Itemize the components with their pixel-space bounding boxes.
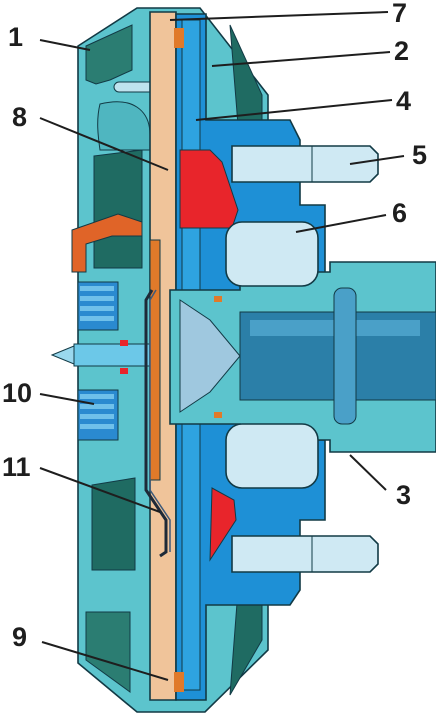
roller-upper bbox=[225, 221, 319, 287]
hub-mark-1 bbox=[214, 296, 222, 302]
callout-1: 1 bbox=[8, 22, 23, 52]
cover-lower-dark bbox=[91, 477, 136, 571]
roller-lower bbox=[225, 423, 319, 489]
callout-9: 9 bbox=[12, 622, 27, 652]
callout-6: 6 bbox=[392, 198, 407, 228]
pivot-bolt-tip bbox=[50, 345, 75, 365]
callout-5: 5 bbox=[412, 140, 427, 170]
callout-4: 4 bbox=[396, 86, 411, 116]
drive-hook bbox=[71, 213, 143, 273]
pivot-bolt-body bbox=[73, 343, 155, 367]
hub-flange-ring bbox=[333, 287, 357, 425]
stud-upper bbox=[231, 145, 379, 183]
pivot-red-mark-2 bbox=[120, 368, 128, 374]
hub-mark-2 bbox=[214, 412, 222, 418]
diaphragm-spring-inner bbox=[149, 289, 171, 552]
leader-lines bbox=[39, 11, 405, 681]
seal-lower bbox=[209, 487, 237, 562]
callout-11: 11 bbox=[2, 452, 31, 482]
hub-cone bbox=[179, 299, 241, 413]
cover-bottom-dark bbox=[85, 611, 131, 693]
diaphragm-spring bbox=[144, 289, 168, 558]
callout-2: 2 bbox=[394, 36, 409, 66]
rim-tab-bottom bbox=[174, 672, 184, 692]
seal-upper bbox=[179, 149, 239, 229]
callout-7: 7 bbox=[392, 0, 407, 28]
gear-teeth-lower bbox=[80, 394, 114, 429]
callout-10: 10 bbox=[2, 378, 32, 408]
callout-8: 8 bbox=[12, 102, 27, 132]
disc-hub-orange bbox=[149, 239, 161, 481]
rim-tab-top bbox=[174, 28, 184, 48]
pivot-red-mark-1 bbox=[120, 340, 128, 346]
callout-3: 3 bbox=[396, 480, 411, 510]
cover-upper-dark bbox=[85, 24, 133, 85]
gear-teeth-upper bbox=[80, 286, 114, 321]
cover-mid-dark bbox=[93, 149, 143, 269]
stud-lower bbox=[231, 535, 379, 573]
